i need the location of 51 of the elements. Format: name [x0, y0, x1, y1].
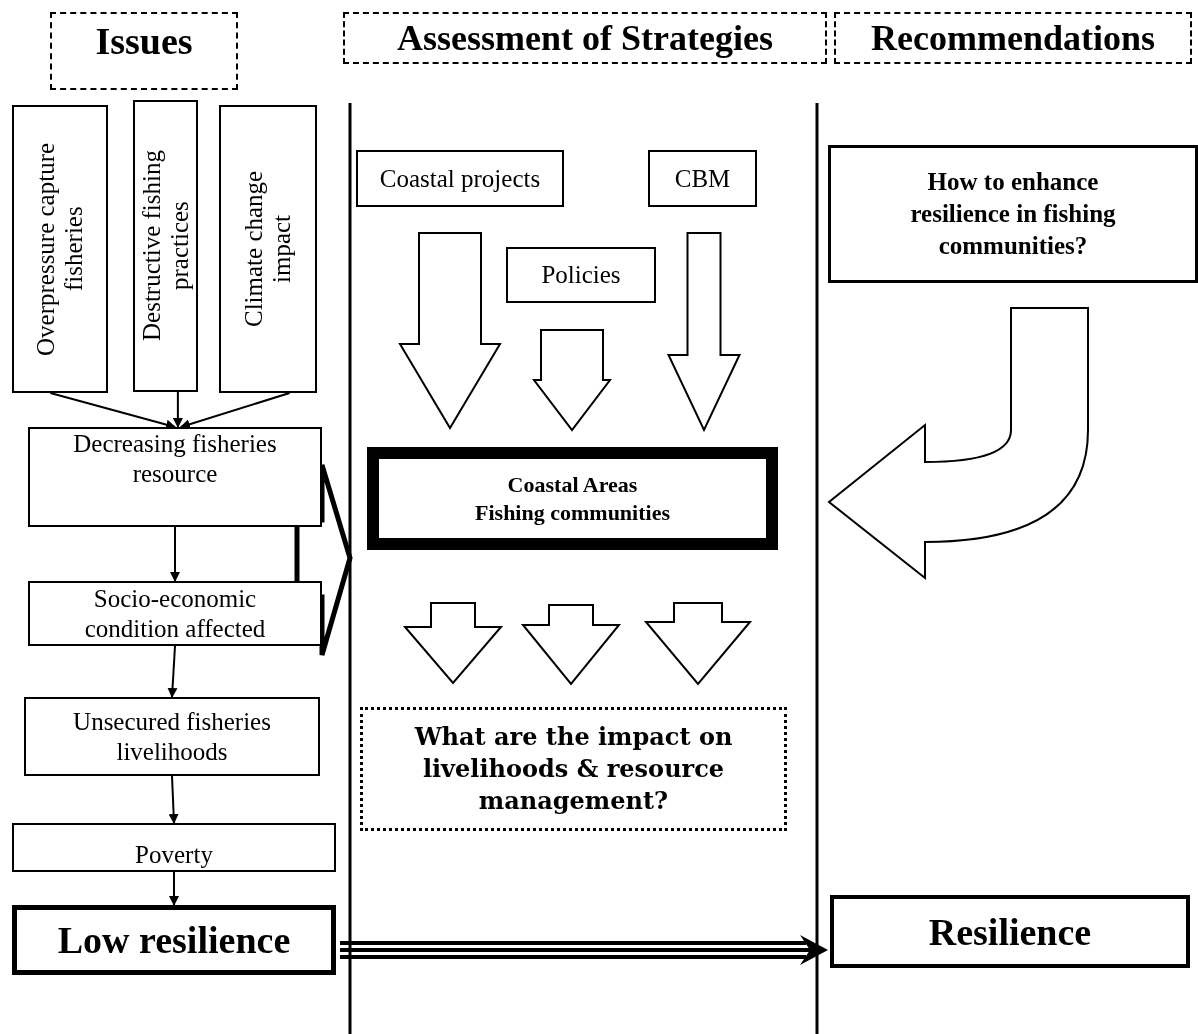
- header-box: [50, 12, 238, 90]
- outcome-text: Resilience: [928, 912, 1092, 951]
- process-text: Unsecured fisheries livelihoods: [72, 706, 272, 767]
- triple-line-arrow: [338, 935, 828, 965]
- strategy-box: [648, 150, 757, 207]
- question-text: What are the impact on livelihoods & resource management?: [413, 721, 734, 817]
- outcome-text: Low resilience: [57, 921, 291, 959]
- strategy-text: CBM: [674, 163, 731, 194]
- arrow: [49, 392, 176, 430]
- block-arrow: [643, 602, 753, 686]
- block-arrow: [398, 232, 502, 430]
- process-box: [28, 581, 322, 646]
- strategy-box: [356, 150, 564, 207]
- block-arrow: [532, 329, 612, 432]
- arrow: [169, 871, 179, 906]
- issue-box: [12, 105, 108, 393]
- arrow: [168, 775, 179, 824]
- issue-box: [219, 105, 317, 393]
- target-box: [367, 447, 778, 550]
- process-text: Poverty: [135, 840, 213, 870]
- strategy-text: Policies: [541, 260, 621, 291]
- column-heading: Assessment of Strategies: [397, 20, 773, 56]
- column-heading: Issues: [95, 22, 193, 60]
- process-text: Socio-economic condition affected: [83, 583, 267, 644]
- question-box: [360, 707, 787, 831]
- strategy-box: [506, 247, 656, 303]
- process-box: [12, 823, 336, 872]
- process-box: [28, 427, 322, 527]
- arrow: [179, 392, 291, 430]
- column-heading: Recommendations: [871, 20, 1155, 56]
- arrow: [167, 645, 178, 698]
- process-box: [24, 697, 320, 776]
- issue-box: [133, 100, 198, 392]
- block-arrow: [520, 604, 622, 686]
- block-arrow: [402, 602, 504, 685]
- question-box: [828, 145, 1198, 283]
- issue-text: Overpressure capture fisheries: [32, 141, 88, 358]
- arrow: [172, 391, 183, 428]
- issue-text: Climate change impact: [240, 169, 296, 330]
- strategy-text: Coastal projects: [379, 163, 541, 194]
- issue-text: Destructive fishing practices: [137, 149, 194, 344]
- outcome-box: [12, 905, 336, 975]
- header-box: [343, 12, 827, 64]
- process-text: Decreasing fisheries resource: [72, 429, 278, 489]
- header-box: [834, 12, 1192, 64]
- block-arrow: [666, 232, 742, 433]
- target-text: Coastal Areas Fishing communities: [475, 470, 670, 527]
- question-text: How to enhance resilience in fishing communities?: [909, 167, 1117, 261]
- arrow: [170, 526, 180, 582]
- outcome-box: [830, 895, 1190, 968]
- curved-block-arrow: [828, 307, 1089, 579]
